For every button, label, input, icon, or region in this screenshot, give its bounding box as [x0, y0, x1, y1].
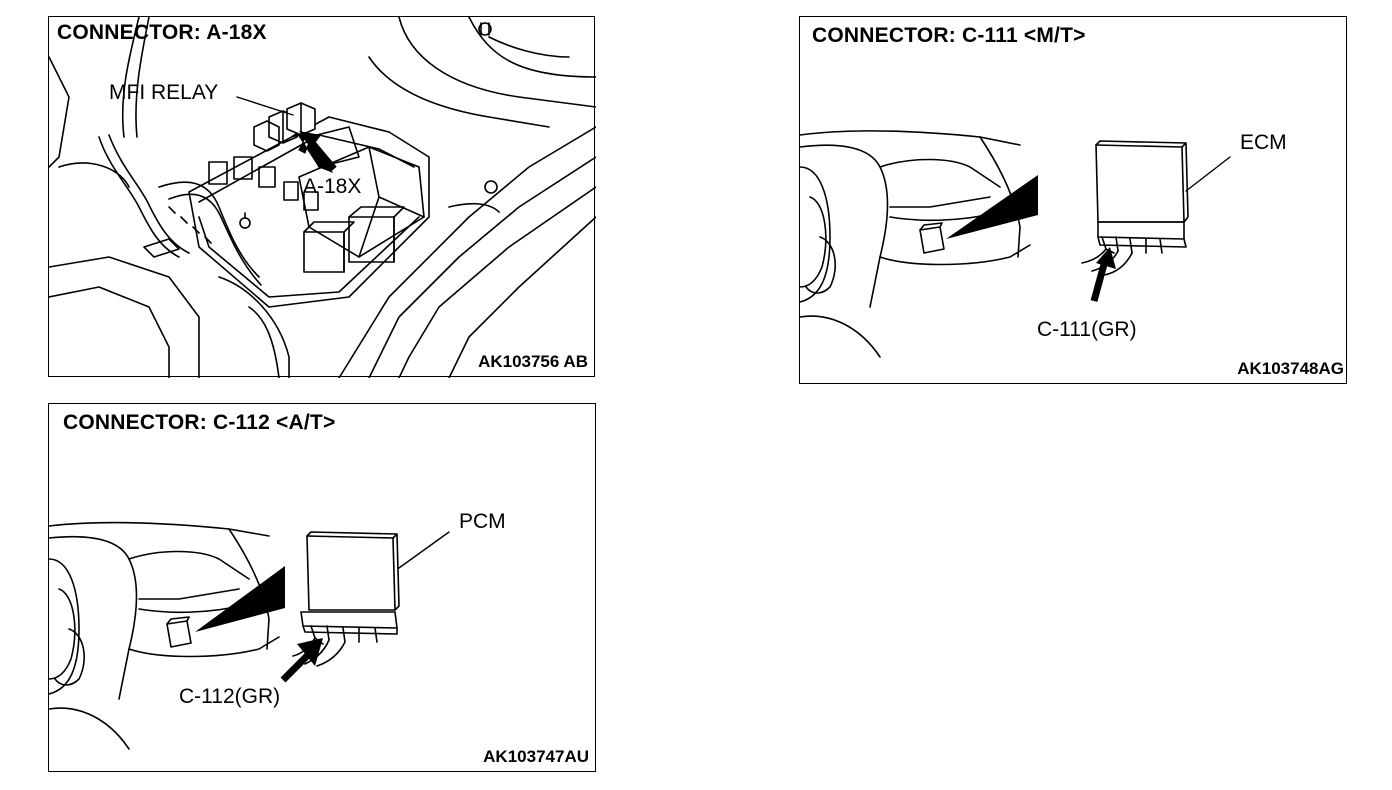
panel-connector-c112: CONNECTOR: C-112 <A/T> PCM C-112(GR) AK1…: [48, 403, 596, 772]
panel-title: CONNECTOR: C-111 <M/T>: [812, 24, 1086, 47]
engine-bay-illustration: [49, 17, 596, 378]
figure-code: AK103747AU: [483, 747, 589, 766]
panel-connector-a18x: CONNECTOR: A-18X MFI RELAY A-18X AK10375…: [48, 16, 596, 378]
dashboard-ecm-illustration: [800, 130, 1231, 358]
panel-connector-c111: CONNECTOR: C-111 <M/T> ECM C-111(GR) AK1…: [799, 16, 1347, 384]
ecm-label: ECM: [1240, 131, 1287, 154]
figure-code: AK103748AG: [1237, 359, 1344, 378]
dashboard-pcm-illustration: [49, 521, 450, 750]
connector-label: C-111(GR): [1037, 318, 1137, 341]
panel-title: CONNECTOR: C-112 <A/T>: [63, 411, 336, 434]
mfi-relay-label: MFI RELAY: [109, 81, 219, 104]
panel-title: CONNECTOR: A-18X: [57, 21, 267, 44]
figure-code: AK103756 AB: [478, 352, 588, 371]
connector-label: A-18X: [303, 175, 362, 198]
connector-label: C-112(GR): [179, 685, 281, 708]
pcm-label: PCM: [459, 510, 506, 533]
